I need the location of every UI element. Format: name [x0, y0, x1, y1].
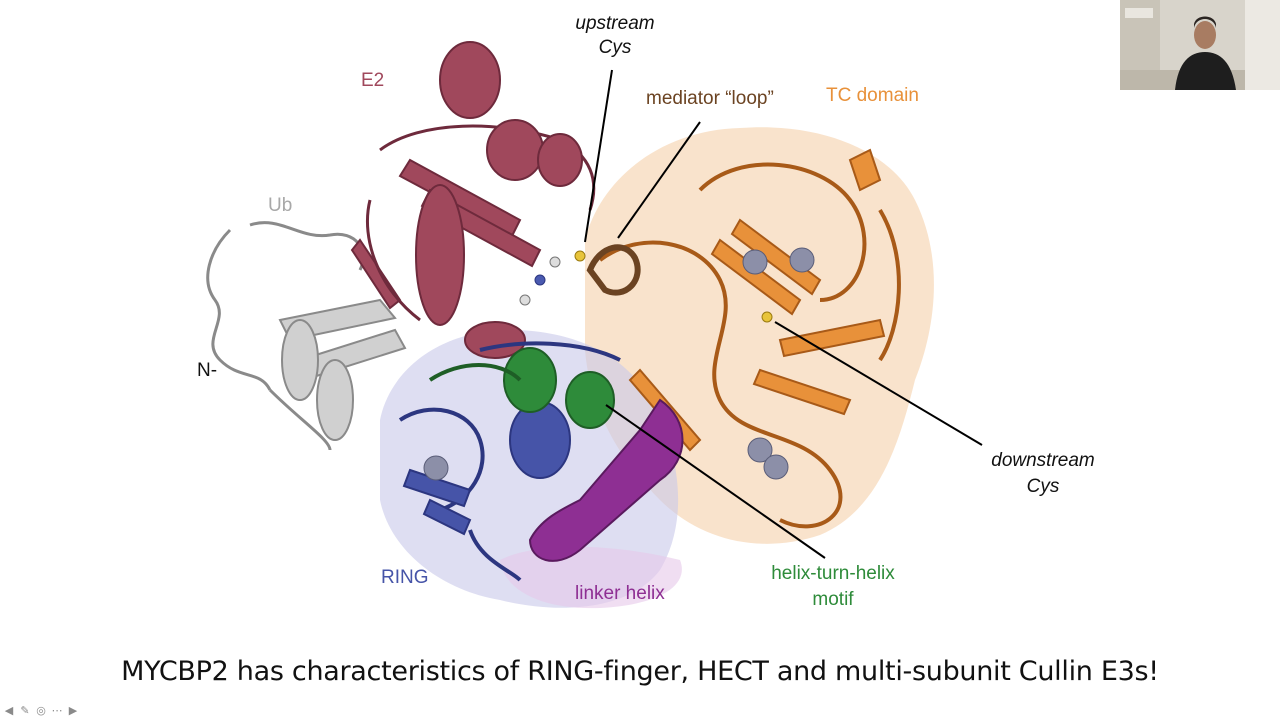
upstream-cys-line2: Cys — [598, 37, 632, 58]
e2-structure — [350, 41, 596, 359]
helix-turn-helix-line2: motif — [812, 589, 854, 610]
arrow-right-icon[interactable]: ▶ — [68, 704, 78, 717]
presenter-webcam — [1120, 0, 1280, 90]
callout-lines — [584, 69, 983, 559]
n-terminus-label: N- — [197, 360, 218, 381]
upstream-cys-line1: upstream — [575, 13, 655, 34]
ub-label: Ub — [268, 195, 293, 216]
helix-turn-helix-label: helix-turn-helix motif — [758, 561, 908, 613]
linker-helix-label: linker helix — [575, 583, 665, 604]
presentation-controls: ◀ ✎ ◎ ⋯ ▶ — [2, 704, 80, 718]
arrow-left-icon[interactable]: ◀ — [4, 704, 14, 717]
downstream-cys-line2: Cys — [1026, 476, 1060, 497]
more-icon[interactable]: ⋯ — [51, 704, 63, 717]
helix-turn-helix-line1: helix-turn-helix — [771, 563, 895, 584]
zinc-atoms — [423, 247, 815, 481]
e2-label: E2 — [361, 70, 385, 91]
helix-turn-helix-structure — [428, 347, 615, 429]
downstream-cys-line1: downstream — [991, 450, 1095, 471]
pen-icon[interactable]: ✎ — [20, 704, 30, 717]
webcam-image — [1120, 0, 1280, 90]
slide-caption: MYCBP2 has characteristics of RING-finge… — [121, 656, 1159, 687]
linker-helix-structure — [528, 398, 684, 562]
mediator-loop-structure — [586, 244, 641, 296]
upstream-cys-label: upstream Cys — [560, 12, 670, 60]
ring-structure — [398, 341, 621, 582]
ub-structure — [206, 221, 407, 451]
mediator-loop-label: mediator “loop” — [646, 88, 774, 109]
cysteine-markers — [519, 250, 773, 323]
tc-domain-label: TC domain — [826, 85, 919, 106]
protein-structure-figure — [206, 41, 983, 609]
downstream-cys-label: downstream Cys — [980, 448, 1106, 500]
ring-label: RING — [381, 567, 429, 588]
zoom-icon[interactable]: ◎ — [36, 704, 46, 717]
